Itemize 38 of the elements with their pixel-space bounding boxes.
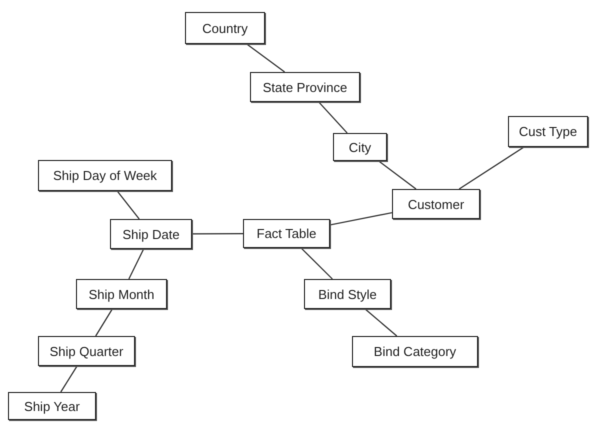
connector-line (300, 248, 333, 280)
connector-line (116, 190, 140, 220)
table-name: Ship Day of Week (53, 168, 157, 183)
table-box (185, 12, 265, 44)
table-box (38, 336, 135, 366)
table-box (352, 336, 478, 367)
table-name: State Province (262, 80, 348, 94)
connector-line (378, 160, 416, 190)
table-box (110, 219, 192, 249)
table-name: Ship Month (88, 286, 154, 302)
connector-line (364, 308, 398, 336)
table-box (8, 392, 96, 420)
table-name: Bind Style (318, 286, 377, 302)
table-name: City (348, 140, 372, 154)
table-box (76, 279, 167, 309)
connector-line (192, 233, 243, 234)
table-name: Cust Type (518, 124, 578, 139)
table-name: Customer (408, 196, 464, 212)
table-box (392, 189, 480, 219)
connector-line (458, 146, 524, 190)
table-name: Bind Category (374, 344, 456, 359)
connector-line (246, 44, 286, 72)
table-name: Ship Quarter (50, 344, 124, 358)
table-name: Fact Table (256, 226, 316, 241)
connector-line (60, 366, 78, 392)
table-box (508, 116, 588, 147)
table-box (304, 279, 391, 309)
connector-line (95, 308, 113, 336)
table-name: Country (202, 20, 248, 36)
table-box (38, 160, 172, 191)
connector-line (330, 212, 392, 226)
table-name: Ship Date (122, 226, 180, 242)
table-box (243, 219, 330, 248)
table-box (250, 72, 360, 102)
table-box (333, 133, 387, 161)
connector-line (318, 102, 348, 134)
table-name: Ship Year (24, 398, 80, 414)
connector-line (128, 248, 144, 280)
